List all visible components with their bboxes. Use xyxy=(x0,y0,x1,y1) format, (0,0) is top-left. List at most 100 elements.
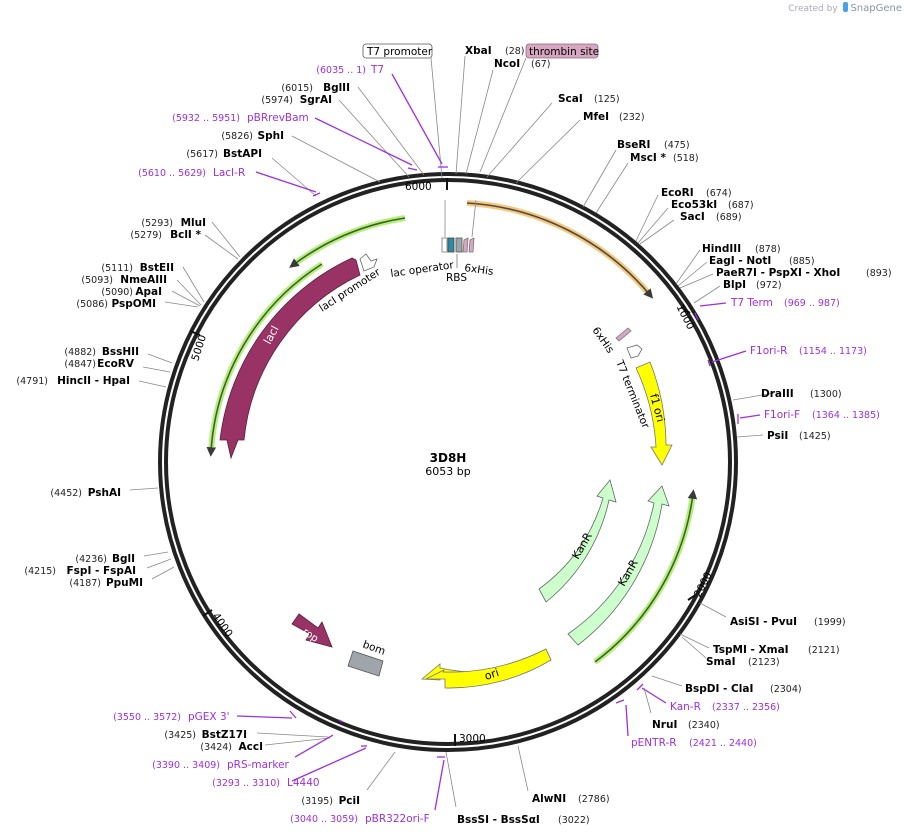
enzyme-name[interactable]: ScaI xyxy=(558,93,583,105)
primer-name[interactable]: pBR322ori-F xyxy=(365,813,430,825)
enzyme-name[interactable]: ApaI xyxy=(135,286,162,298)
enzyme-name[interactable]: AsiSI - PvuI xyxy=(730,616,797,628)
rbs-box xyxy=(455,237,463,253)
enzyme-name[interactable]: BlpI xyxy=(723,279,746,291)
primer-name[interactable]: F1ori-F xyxy=(764,409,800,421)
enzyme-name[interactable]: BglII xyxy=(323,82,350,94)
enzyme-name[interactable]: PspOMI xyxy=(111,298,156,310)
primer-name[interactable]: pGEX 3' xyxy=(188,711,230,723)
enzyme-pos: (1425) xyxy=(799,431,831,442)
enzyme-pos: (475) xyxy=(664,140,690,151)
tick-label-4000: 4000 xyxy=(210,611,235,640)
enzyme-name[interactable]: BstAPI xyxy=(223,148,262,160)
enzyme-pos: (687) xyxy=(728,200,754,211)
primer-name[interactable]: pENTR-R xyxy=(631,737,677,749)
tick-label-5000: 5000 xyxy=(189,333,209,362)
enzyme-name[interactable]: NcoI xyxy=(494,58,520,70)
enzyme-name[interactable]: HindIII xyxy=(702,243,741,255)
plasmid-name: 3D8H xyxy=(430,451,467,465)
primer-range: (6035 .. 1) xyxy=(316,65,366,76)
thrombin-site-box[interactable]: thrombin site xyxy=(479,43,599,173)
enzyme-name[interactable]: MscI * xyxy=(630,152,666,164)
enzyme-name[interactable]: SmaI xyxy=(706,656,736,668)
t7-promoter-label: T7 promoter xyxy=(366,46,433,58)
enzyme-name[interactable]: EcoRV xyxy=(97,358,135,370)
enzyme-name[interactable]: BspDI - ClaI xyxy=(685,683,753,695)
enzyme-pos: (5617) xyxy=(186,149,218,160)
enzymes-left: BglII(6015) SgrAI(5974) SphI(5826) BstAP… xyxy=(16,82,360,807)
feature-rop[interactable]: rop xyxy=(291,613,333,648)
enzyme-name[interactable]: DraIII xyxy=(761,388,794,400)
feature-bom[interactable]: bom xyxy=(347,639,387,677)
enzyme-name[interactable]: TspMI - XmaI xyxy=(713,644,789,656)
primer-name[interactable]: T7 xyxy=(370,64,384,76)
enzyme-name[interactable]: BglI xyxy=(112,553,135,565)
feature-f1-ori[interactable]: f1 ori xyxy=(635,361,673,466)
enzyme-name[interactable]: AccI xyxy=(239,741,263,753)
feature-cluster-top[interactable]: lac operator RBS 6xHis xyxy=(390,199,494,284)
enzyme-name[interactable]: PsiI xyxy=(767,430,788,442)
tick-label-3000: 3000 xyxy=(459,733,486,745)
orf-orange[interactable] xyxy=(466,200,654,299)
enzyme-pos: (674) xyxy=(706,188,732,199)
enzyme-name[interactable]: BstZ17I xyxy=(202,729,247,741)
enzyme-pos: (2304) xyxy=(770,684,802,695)
enzyme-name[interactable]: FspI - FspAI xyxy=(67,565,137,577)
primer-name[interactable]: pRS-marker xyxy=(227,759,290,771)
feature-kanr-2[interactable]: KanR xyxy=(567,485,670,646)
primer-name[interactable]: L4440 xyxy=(287,777,320,789)
tick-label-1000: 1000 xyxy=(674,302,697,331)
enzyme-pos: (4187) xyxy=(69,578,101,589)
enzyme-name[interactable]: MfeI xyxy=(583,111,609,123)
enzyme-name[interactable]: EagI - NotI xyxy=(709,255,771,267)
enzyme-name[interactable]: AlwNI xyxy=(532,793,566,805)
orf-green-right[interactable] xyxy=(593,489,698,665)
enzyme-pos: (2340) xyxy=(688,720,720,731)
enzyme-name[interactable]: BclI * xyxy=(170,229,201,241)
enzyme-name[interactable]: XbaI xyxy=(465,45,492,57)
credit-prefix: Created by xyxy=(788,4,838,14)
enzyme-name[interactable]: NruI xyxy=(652,719,677,731)
enzyme-name[interactable]: MluI xyxy=(181,217,206,229)
enzyme-name[interactable]: SgrAI xyxy=(300,94,332,106)
enzyme-leaders-right xyxy=(445,55,775,808)
primer-range: (1364 .. 1385) xyxy=(812,410,880,421)
enzyme-name[interactable]: BssHII xyxy=(102,346,139,358)
snapgene-logo-icon xyxy=(842,2,848,12)
orf-green-left[interactable] xyxy=(206,261,324,457)
primer-name[interactable]: LacI-R xyxy=(213,167,245,179)
primers: T7(6035 .. 1) pBRrevBam(5932 .. 5951) La… xyxy=(113,64,880,825)
enzyme-name[interactable]: HincII - HpaI xyxy=(57,375,130,387)
enzyme-pos: (5279) xyxy=(130,230,162,241)
enzyme-pos: (4452) xyxy=(50,488,82,499)
tick-label-2000: 2000 xyxy=(692,570,715,599)
primer-range: (2337 .. 2356) xyxy=(712,702,780,713)
enzyme-name[interactable]: PciI xyxy=(339,795,360,807)
feature-kanr-1[interactable]: KanR xyxy=(538,479,617,603)
enzyme-name[interactable]: PpuMI xyxy=(106,577,143,589)
feature-ori[interactable]: ori xyxy=(420,648,552,689)
t7-promoter-box[interactable]: T7 promoter xyxy=(362,43,443,179)
enzyme-name[interactable]: BssSI - BssSαI xyxy=(457,814,540,826)
primer-range: (2421 .. 2440) xyxy=(689,738,757,749)
feature-laci[interactable]: lacI xyxy=(219,257,361,460)
lac-operator-box xyxy=(441,237,448,253)
thrombin-site-label: thrombin site xyxy=(529,46,599,58)
enzyme-name[interactable]: PshAI xyxy=(88,487,121,499)
primer-name[interactable]: pBRrevBam xyxy=(247,112,309,124)
enzyme-name[interactable]: SphI xyxy=(258,130,284,142)
enzyme-name[interactable]: Eco53kI xyxy=(671,199,717,211)
primer-name[interactable]: T7 Term xyxy=(730,297,773,309)
enzyme-name[interactable]: EcoRI xyxy=(661,187,694,199)
enzyme-name[interactable]: NmeAIII xyxy=(120,274,167,286)
primer-name[interactable]: F1ori-R xyxy=(750,345,787,357)
enzyme-name[interactable]: SacI xyxy=(680,211,705,223)
enzyme-name[interactable]: BseRI xyxy=(617,139,650,151)
enzyme-name[interactable]: BstEII xyxy=(140,262,174,274)
enzyme-pos: (5086) xyxy=(76,299,108,310)
enzyme-name[interactable]: PaeR7I - PspXI - XhoI xyxy=(716,267,840,279)
snapgene-credit: Created by SnapGene xyxy=(788,2,902,14)
orf-green-top[interactable] xyxy=(289,215,406,268)
primer-name[interactable]: Kan-R xyxy=(670,701,701,713)
feature-his-right[interactable]: 6xHis xyxy=(590,325,632,356)
